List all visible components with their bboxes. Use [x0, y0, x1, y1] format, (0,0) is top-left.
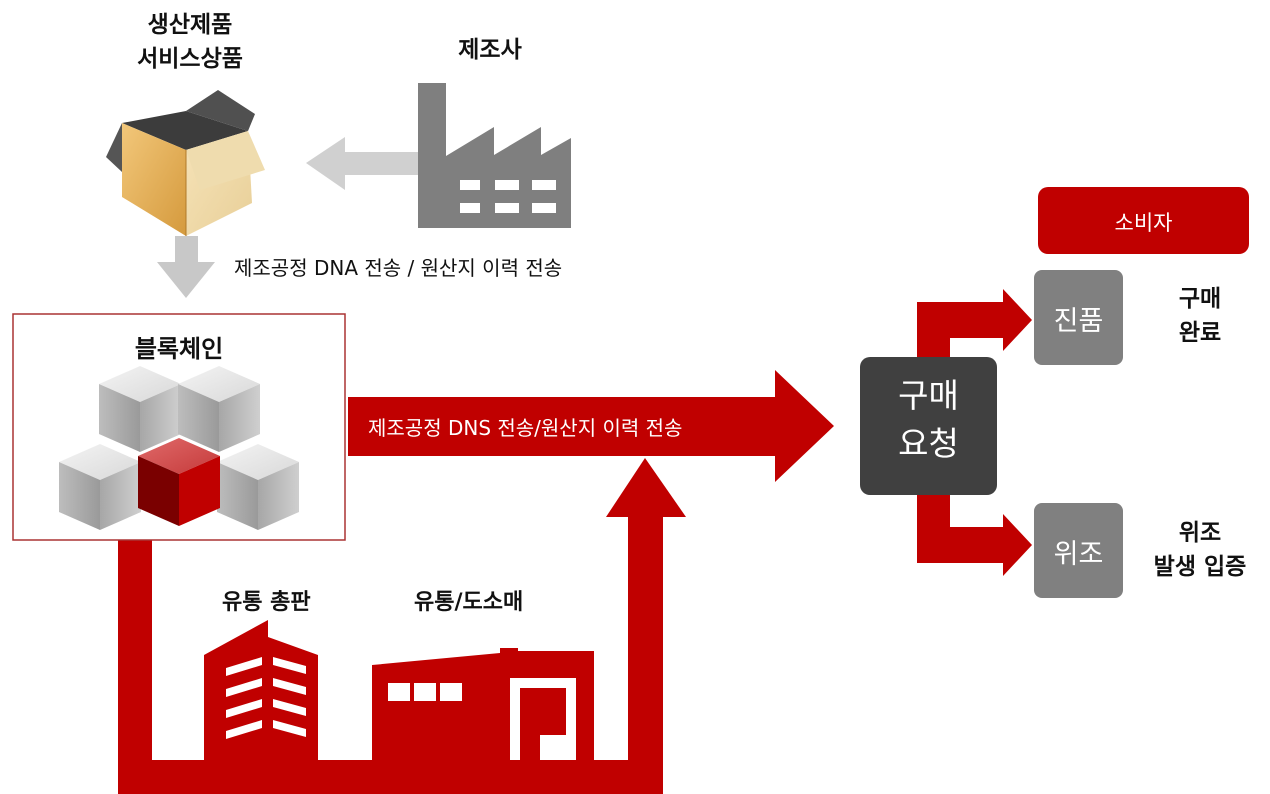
main-arrow-label: 제조공정 DNS 전송/원산지 이력 전송 [368, 416, 683, 440]
fake-box-label: 위조 [1053, 539, 1104, 570]
fake-result: 위조 발생 입증 [1130, 516, 1270, 584]
consumer-label: 소비자 [1114, 211, 1173, 235]
fake-result-line1: 위조 [1178, 520, 1222, 546]
wholesale-label: 유통 총판 [222, 590, 311, 615]
transfer-note: 제조공정 DNA 전송 / 원산지 이력 전송 [234, 256, 563, 280]
product-label-line2: 서비스상품 [137, 46, 243, 72]
genuine-result-line1: 구매 [1178, 286, 1222, 312]
open-box-icon [106, 90, 265, 236]
product-label: 생산제품 서비스상품 [100, 8, 280, 76]
fake-box [1034, 503, 1123, 598]
consumer-badge [1038, 187, 1249, 254]
fake-result-line2: 발생 입증 [1153, 554, 1247, 580]
purchase-request-box [860, 357, 997, 495]
main-transfer-arrow [348, 370, 834, 482]
purchase-request-line1: 구매 [898, 376, 959, 415]
genuine-box [1034, 270, 1123, 365]
branch-to-genuine-arrow [917, 289, 1032, 365]
cube-stack-icon [59, 366, 299, 530]
retail-label: 유통/도소매 [414, 590, 524, 615]
genuine-result: 구매 완료 [1150, 282, 1250, 350]
branch-to-fake-arrow [917, 490, 1032, 576]
store-icon [372, 648, 594, 760]
office-building-icon [204, 620, 318, 760]
product-label-line1: 생산제품 [147, 12, 233, 38]
distribution-flow-arrow [118, 458, 686, 794]
manufacturer-label: 제조사 [458, 37, 522, 63]
factory-icon [418, 83, 571, 228]
factory-to-product-arrow [306, 137, 420, 190]
product-to-blockchain-arrow [157, 236, 215, 298]
genuine-result-line2: 완료 [1178, 320, 1222, 346]
purchase-request-label: 구매 요청 [860, 372, 997, 468]
purchase-request-line2: 요청 [898, 424, 959, 463]
blockchain-label: 블록체인 [134, 335, 224, 363]
genuine-box-label: 진품 [1053, 306, 1104, 337]
